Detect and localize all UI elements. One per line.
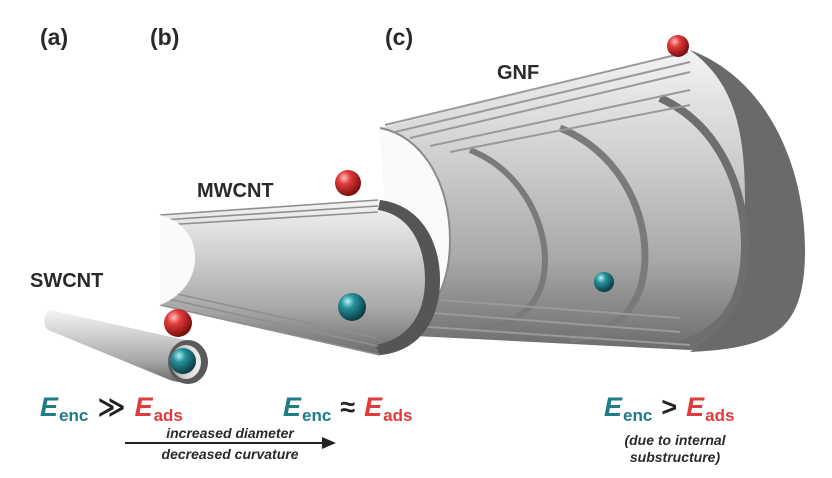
relation-lhs-sub: enc xyxy=(302,406,332,425)
relation-rhs: E xyxy=(134,392,153,422)
relation-operator: ≈ xyxy=(340,392,356,422)
relation-rhs: E xyxy=(364,392,383,422)
relation-operator: ≫ xyxy=(97,392,126,422)
panel-label-a: (a) xyxy=(40,24,69,50)
trend-arrow xyxy=(125,437,336,449)
relation-rhs: E xyxy=(686,392,705,422)
mwcnt-tube xyxy=(159,199,440,356)
swcnt-label: SWCNT xyxy=(30,270,104,292)
arrow-caption-top: increased diameter xyxy=(166,425,294,441)
relation-rhs-sub: ads xyxy=(705,406,735,425)
relation-lhs: E xyxy=(40,392,59,422)
relation-lhs-sub: enc xyxy=(59,406,89,425)
panel-label-b: (b) xyxy=(150,24,180,50)
red-molecule-swcnt xyxy=(164,309,192,337)
teal-molecule-swcnt xyxy=(170,348,196,374)
panel-label-c: (c) xyxy=(385,24,414,50)
relation-rhs-sub: ads xyxy=(383,406,413,425)
arrow-caption-bottom: decreased curvature xyxy=(161,446,299,462)
gnf-note-line1: (due to internal xyxy=(624,432,726,448)
relation-lhs-sub: enc xyxy=(623,406,653,425)
relation-rhs-sub: ads xyxy=(153,406,183,425)
red-molecule-mwcnt xyxy=(335,170,361,196)
gnf-note-line2: substructure) xyxy=(629,449,721,465)
teal-molecule-mwcnt xyxy=(338,293,366,321)
gnf-tube xyxy=(379,50,805,352)
relation-lhs: E xyxy=(604,392,623,422)
red-molecule-gnf xyxy=(667,35,689,57)
relation-lhs: E xyxy=(283,392,302,422)
gnf-label: GNF xyxy=(497,62,540,84)
teal-molecule-gnf xyxy=(594,272,614,292)
mwcnt-label: MWCNT xyxy=(197,180,274,202)
relation-operator: > xyxy=(661,392,678,422)
